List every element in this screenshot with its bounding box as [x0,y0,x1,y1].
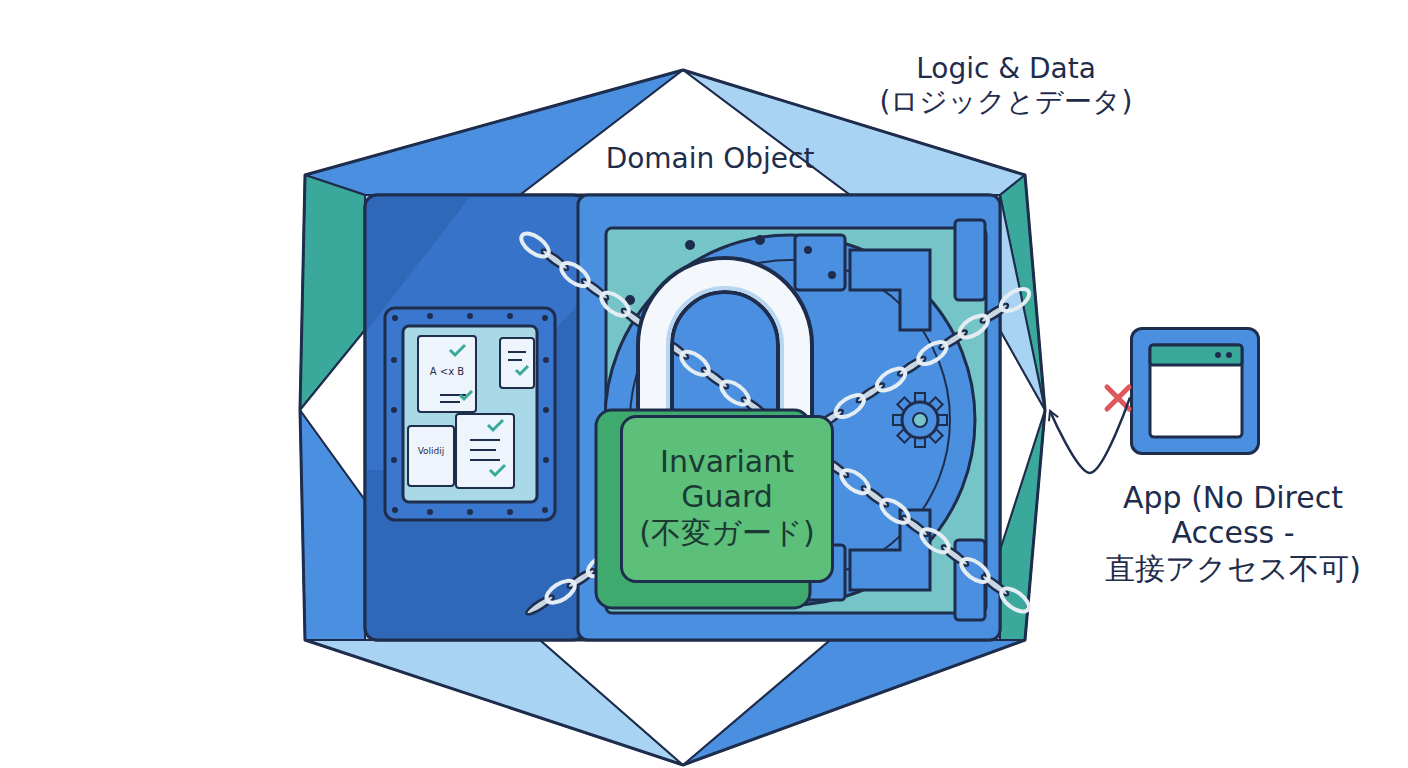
hexagon-outline [300,70,1045,765]
blocked-cross [1107,387,1129,409]
node-label: App (No Direct Access - 直接アクセス不可) [1083,480,1383,586]
blocked-cross [1107,387,1129,409]
node-label: Domain Object [550,142,870,175]
hexagon-facet [540,640,830,765]
hexagon-outline [300,70,1045,765]
access-arrow [1050,397,1130,473]
domain-object-hexagon: Domain ObjectInvariant Guard (不変ガード) [300,68,1050,768]
node-label: Invariant Guard (不変ガード) [629,444,825,550]
blocked-cross [1107,387,1129,409]
app-icon: App (No Direct Access - 直接アクセス不可) [1130,327,1260,455]
hexagon-facet [520,70,850,195]
invariant-guard-padlock: Invariant Guard (不変ガード) [620,415,834,583]
annotation-label: Logic & Data (ロジックとデータ) [868,52,1144,118]
hexagon-facet [1000,195,1045,410]
hexagon-facet [300,330,365,500]
